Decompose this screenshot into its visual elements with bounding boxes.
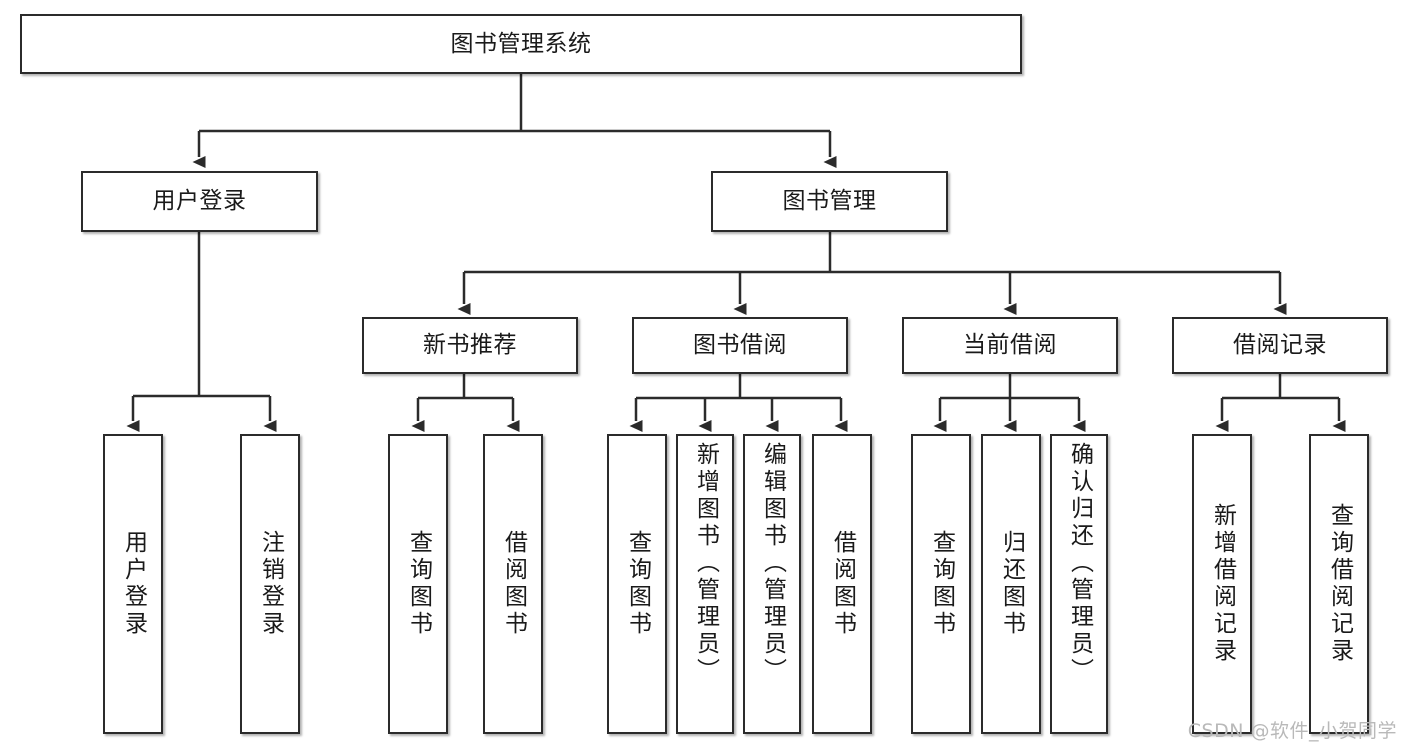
node-new-book-recommend-label: 新书推荐: [423, 332, 517, 358]
node-book-borrow[interactable]: 图书借阅: [632, 317, 848, 374]
node-leaf-query-record[interactable]: 查询借阅记录: [1309, 434, 1369, 734]
node-leaf-borrow-book-2-label: 借阅图书: [829, 530, 856, 638]
node-leaf-return-book[interactable]: 归还图书: [981, 434, 1041, 734]
node-leaf-query-book-3[interactable]: 查询图书: [911, 434, 971, 734]
node-book-borrow-label: 图书借阅: [693, 332, 787, 358]
node-leaf-query-book-2[interactable]: 查询图书: [607, 434, 667, 734]
node-leaf-logout[interactable]: 注销登录: [240, 434, 300, 734]
node-leaf-borrow-book-1[interactable]: 借阅图书: [483, 434, 543, 734]
node-leaf-confirm-return-label: 确认归还（管理员）: [1066, 442, 1093, 685]
node-leaf-add-book[interactable]: 新增图书（管理员）: [676, 434, 734, 734]
node-leaf-user-login[interactable]: 用户登录: [103, 434, 163, 734]
node-new-book-recommend[interactable]: 新书推荐: [362, 317, 578, 374]
node-leaf-query-book-3-label: 查询图书: [928, 530, 955, 638]
node-leaf-user-login-label: 用户登录: [120, 530, 147, 638]
node-root[interactable]: 图书管理系统: [20, 14, 1022, 74]
node-leaf-add-record[interactable]: 新增借阅记录: [1192, 434, 1252, 734]
node-leaf-logout-label: 注销登录: [257, 530, 284, 638]
node-root-label: 图书管理系统: [450, 30, 592, 57]
node-leaf-query-book-1[interactable]: 查询图书: [388, 434, 448, 734]
node-leaf-query-book-2-label: 查询图书: [624, 530, 651, 638]
node-book-management[interactable]: 图书管理: [711, 171, 948, 232]
node-user-login-label: 用户登录: [152, 188, 247, 214]
node-current-borrow[interactable]: 当前借阅: [902, 317, 1118, 374]
node-borrow-record-label: 借阅记录: [1233, 332, 1327, 358]
node-leaf-confirm-return[interactable]: 确认归还（管理员）: [1050, 434, 1108, 734]
node-leaf-add-book-label: 新增图书（管理员）: [692, 442, 719, 685]
node-book-management-label: 图书管理: [782, 188, 877, 214]
node-leaf-edit-book[interactable]: 编辑图书（管理员）: [743, 434, 801, 734]
node-leaf-add-record-label: 新增借阅记录: [1209, 503, 1236, 665]
node-current-borrow-label: 当前借阅: [963, 332, 1057, 358]
node-leaf-borrow-book-1-label: 借阅图书: [500, 530, 527, 638]
node-leaf-borrow-book-2[interactable]: 借阅图书: [812, 434, 872, 734]
node-leaf-query-book-1-label: 查询图书: [405, 530, 432, 638]
node-leaf-return-book-label: 归还图书: [998, 530, 1025, 638]
node-leaf-query-record-label: 查询借阅记录: [1326, 503, 1353, 665]
node-user-login[interactable]: 用户登录: [81, 171, 318, 232]
node-leaf-edit-book-label: 编辑图书（管理员）: [759, 442, 786, 685]
node-borrow-record[interactable]: 借阅记录: [1172, 317, 1388, 374]
